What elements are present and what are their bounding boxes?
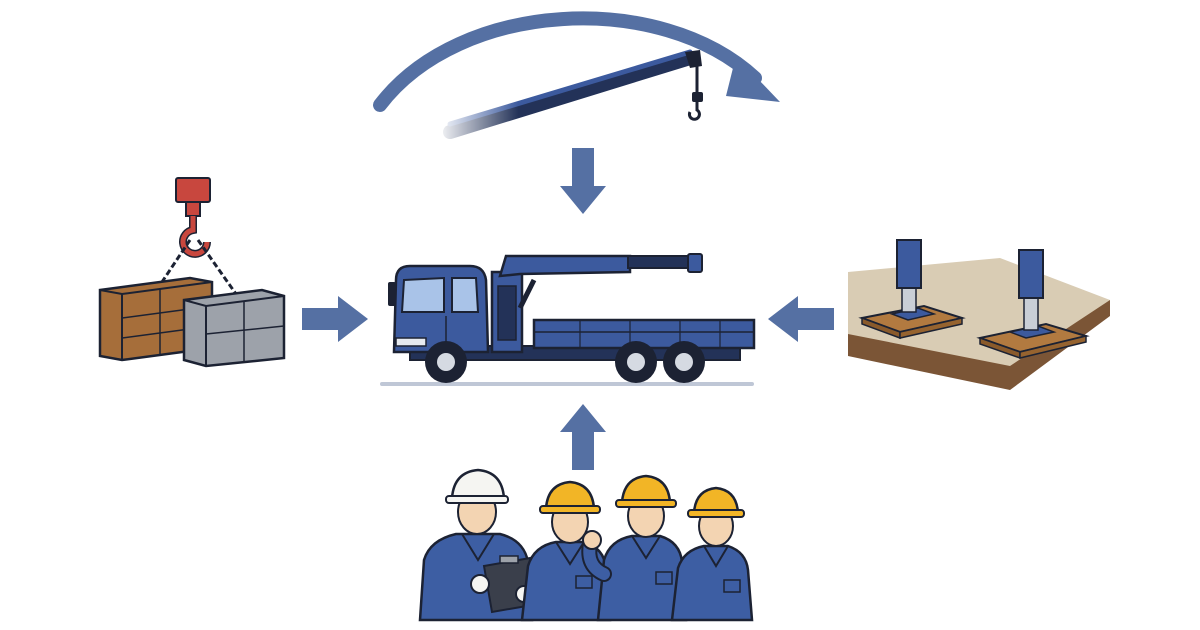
arrow-crew-to-truck	[560, 404, 606, 470]
workers-icon	[418, 468, 754, 622]
arrow-load-to-truck	[302, 296, 368, 342]
crane-truck-icon	[380, 253, 756, 386]
worker-supervisor	[418, 468, 540, 622]
hook-load-icon	[98, 177, 286, 368]
arrow-foundation-to-truck	[768, 296, 834, 342]
worker-3	[581, 474, 688, 622]
arrow-boom-to-truck	[560, 148, 606, 214]
boom-icon	[436, 49, 703, 150]
worker-4	[670, 486, 754, 622]
outrigger-pads-icon	[848, 239, 1110, 390]
truck-wheels	[425, 341, 705, 383]
swing-arc	[373, 11, 762, 112]
swing-arc-head	[726, 56, 780, 102]
boom-swing-group	[373, 11, 780, 214]
